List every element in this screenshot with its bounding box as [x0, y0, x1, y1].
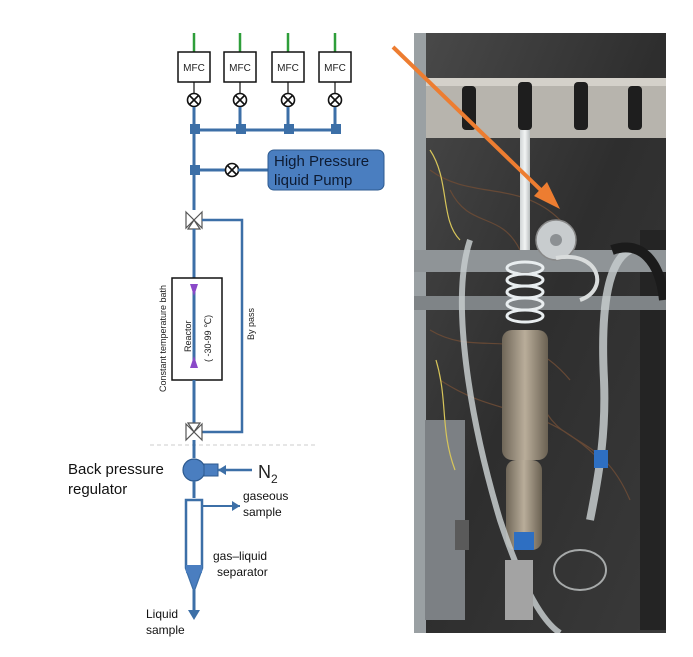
- pump-label-line1: High Pressure: [274, 153, 369, 170]
- gas-inlet-lines: [192, 33, 337, 52]
- mfc-1: MFC: [177, 51, 211, 83]
- valve-icon-3: [280, 92, 296, 108]
- shutoff-valve-icons: [186, 92, 343, 108]
- valve-icon-1: [186, 92, 202, 108]
- high-pressure-liquid-pump: High Pressure liquid Pump: [267, 149, 385, 191]
- liquid-label-line2: sample: [146, 623, 185, 637]
- mfc-3: MFC: [271, 51, 305, 83]
- mfc-2: MFC: [223, 51, 257, 83]
- reactor: Reactor ( -30-99 ℃): [171, 277, 223, 381]
- mfc-4: MFC: [318, 51, 352, 83]
- valve-icon-4: [327, 92, 343, 108]
- mfc-4-label: MFC: [324, 63, 346, 74]
- apparatus-photo: [414, 33, 666, 633]
- back-pressure-regulator: [182, 458, 252, 482]
- pointer-arrow-icon: [391, 45, 560, 209]
- bypass-loop: [202, 218, 244, 434]
- reactor-label: Reactor: [183, 320, 193, 352]
- valve-icon-2: [232, 92, 248, 108]
- mfc-boxes: MFC MFC MFC MFC: [177, 51, 352, 83]
- gaseous-label-line1: gaseous: [243, 489, 288, 503]
- pump-valve-icon: [224, 162, 240, 178]
- bpr-label-line2: regulator: [68, 481, 127, 498]
- liquid-outlet-arrow-icon: [188, 610, 200, 620]
- mfc-2-label: MFC: [229, 63, 251, 74]
- mfc-1-label: MFC: [183, 63, 205, 74]
- bpr-label-line1: Back pressure: [68, 461, 164, 478]
- bath-label: Constant temperature bath: [158, 285, 168, 392]
- separator-label-line1: gas–liquid: [213, 549, 267, 563]
- mfc-3-label: MFC: [277, 63, 299, 74]
- bypass-label: By pass: [246, 307, 256, 340]
- reactor-temp: ( -30-99 ℃): [203, 315, 213, 362]
- gas-outlet-arrow-icon: [232, 501, 240, 511]
- three-way-valve-top-icon: [185, 210, 203, 230]
- gas-manifold: [192, 107, 337, 132]
- gas-liquid-separator: [184, 498, 240, 620]
- process-schematic: MFC MFC MFC MFC: [68, 33, 385, 637]
- reactor-outlet-marker-icon: [190, 356, 198, 368]
- n2-label: N2: [258, 462, 278, 486]
- gaseous-label-line2: sample: [243, 505, 282, 519]
- n2-inlet-arrow-icon: [218, 465, 226, 475]
- pump-label-line2: liquid Pump: [274, 172, 352, 189]
- reactor-inlet-marker-icon: [190, 284, 198, 296]
- three-way-valve-bottom-icon: [185, 422, 203, 442]
- separator-label-line2: separator: [217, 565, 268, 579]
- liquid-label-line1: Liquid: [146, 607, 178, 621]
